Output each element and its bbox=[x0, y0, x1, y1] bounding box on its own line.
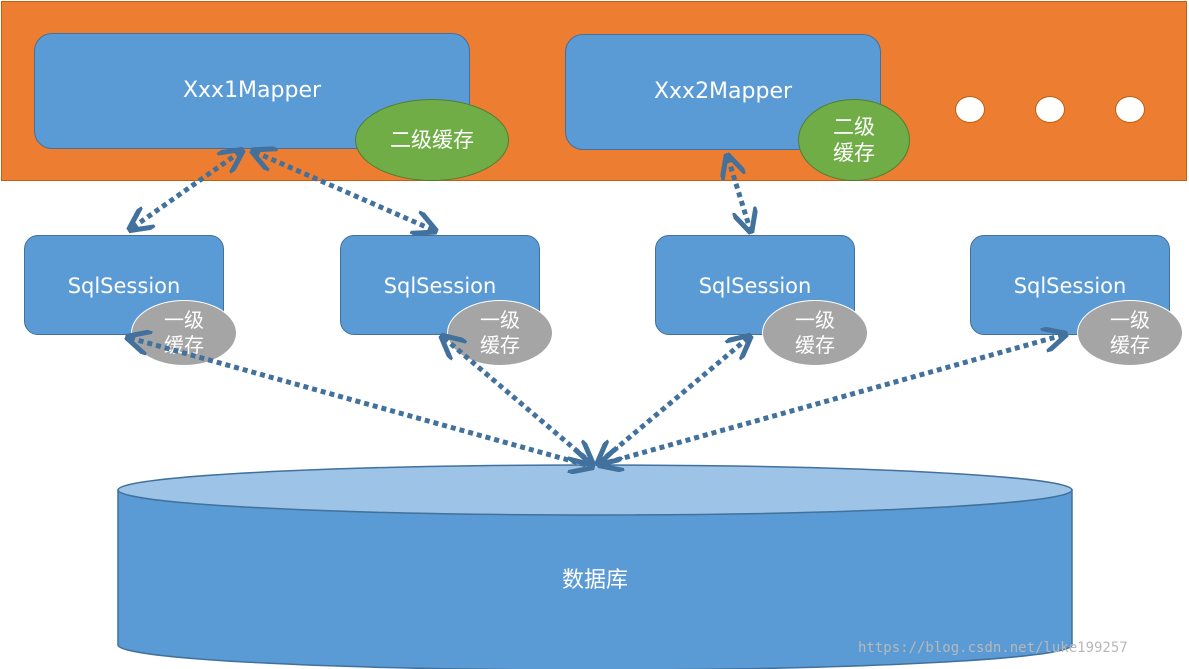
arrow-mapper1-session2 bbox=[255, 152, 433, 230]
database-label: 数据库 bbox=[561, 568, 628, 593]
arrow-session2-database bbox=[444, 338, 590, 462]
watermark-url: https://blog.csdn.net/luke199257 bbox=[858, 640, 1128, 656]
cache-label: 一级缓存 bbox=[1110, 308, 1150, 357]
sqlsession-label: SqlSession bbox=[67, 274, 181, 298]
sqlsession-label: SqlSession bbox=[1013, 274, 1127, 298]
sqlsession-label: SqlSession bbox=[383, 274, 497, 298]
sqlsession-label: SqlSession bbox=[698, 274, 812, 298]
arrow-mapper1-session1 bbox=[132, 152, 240, 228]
database-body bbox=[117, 489, 1073, 669]
more-mappers-dot bbox=[955, 96, 985, 123]
arrow-session4-database bbox=[602, 335, 1063, 464]
mapper-label: Xxx1Mapper bbox=[182, 78, 322, 103]
more-mappers-dot bbox=[1035, 96, 1065, 123]
mapper-label: Xxx2Mapper bbox=[653, 79, 793, 104]
arrow-mapper2-session3 bbox=[728, 158, 750, 229]
mapper-box-xxx1: Xxx1Mapper bbox=[34, 33, 470, 149]
arrow-session3-database bbox=[600, 338, 748, 462]
first-level-cache-4: 一级缓存 bbox=[1077, 300, 1183, 366]
second-level-cache-xxx2: 二级缓存 bbox=[798, 99, 910, 181]
cache-label: 二级缓存 bbox=[833, 114, 875, 165]
more-mappers-dot bbox=[1115, 96, 1145, 123]
